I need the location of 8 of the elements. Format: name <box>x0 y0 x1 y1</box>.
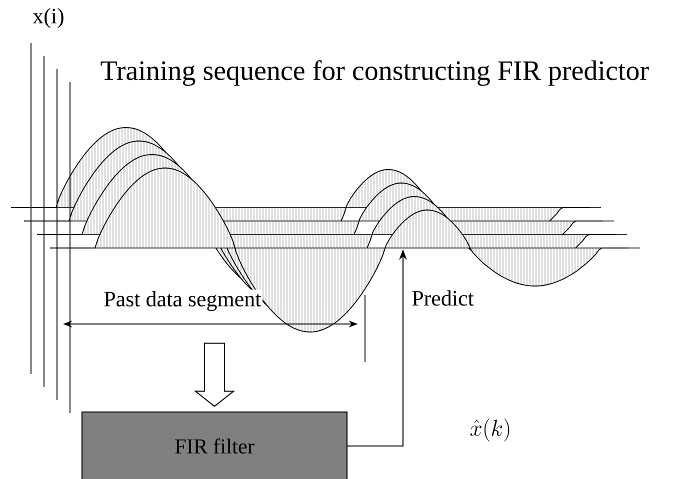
output-label: $\hat{x}(k)$ <box>470 418 510 442</box>
title: Training sequence for constructing FIR predictor <box>100 60 649 86</box>
axis-label: x(i) <box>32 8 64 28</box>
waveform-drawing <box>10 127 640 332</box>
block-arrow <box>194 342 236 407</box>
edge-label: Predict <box>412 290 474 306</box>
filter-box: FIR filter <box>81 411 348 479</box>
segment-label: Past data segment <box>102 290 263 312</box>
